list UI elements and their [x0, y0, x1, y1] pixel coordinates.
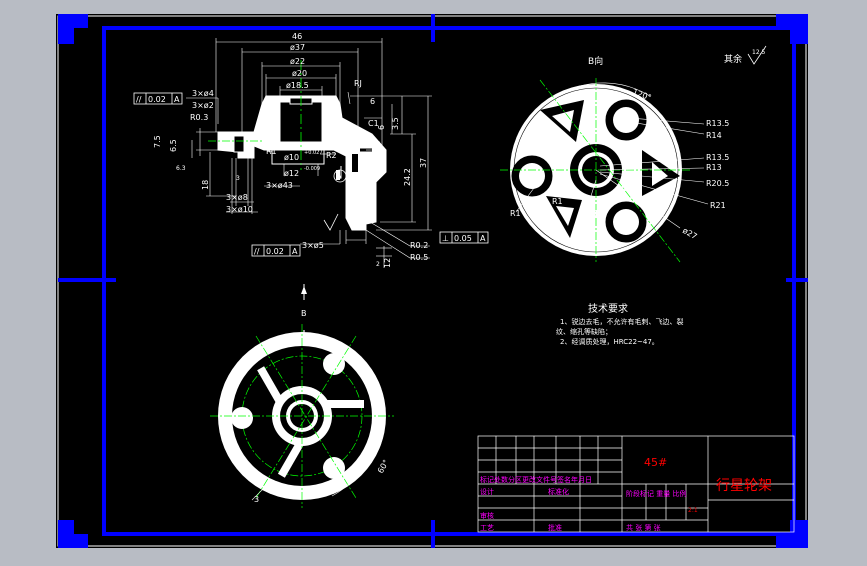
- title-material: 45#: [644, 456, 667, 469]
- svg-text:0.02: 0.02: [148, 95, 166, 104]
- tech-req-title: 技术要求: [588, 302, 628, 315]
- title-review: 审核: [480, 511, 494, 520]
- section-view: 46 ø37 ø22 ø20 ø18.5 RJ R0.3 6 C1 6 3.5 …: [133, 32, 489, 268]
- title-design: 设计: [480, 487, 494, 496]
- dim-tol-upper: +0.027: [304, 150, 323, 156]
- dim-r0-3: R0.3: [190, 113, 208, 122]
- title-row-labels: 标记处数分区更改文件号签名年月日: [480, 475, 592, 484]
- bottom-holes: [231, 353, 345, 479]
- view-b-dim-r21: R21: [710, 201, 726, 210]
- view-b: B向: [500, 55, 729, 263]
- datum-a-circle: [333, 169, 347, 183]
- dim-d12: ø12: [284, 169, 299, 178]
- svg-text:⊥: ⊥: [442, 234, 449, 243]
- bottom-view: B 60° 3: [210, 284, 394, 508]
- title-process: 工艺: [480, 524, 494, 532]
- svg-text:0.02: 0.02: [266, 247, 284, 256]
- tolerance-frame-perpendicular: ⊥ 0.05 A: [439, 231, 489, 244]
- dim-6: 6: [370, 97, 375, 106]
- title-scale: 2:1: [688, 507, 698, 514]
- dim-3xd2: 3×ø2: [192, 101, 214, 110]
- tech-req-line-1: 1、锐边去毛，不允许有毛刺、飞边、裂: [560, 317, 683, 326]
- dim-3: 3: [236, 175, 240, 182]
- dim-3xd8: 3×ø8: [226, 193, 248, 202]
- dim-r0-2: R0.2: [410, 241, 428, 250]
- view-b-dim-r1-5: R1.5: [588, 209, 606, 218]
- view-b-title: B向: [588, 55, 603, 67]
- title-block: 45# 行星轮架 2:1 标记处数分区更改文件号签名年月日 设计 标准化 审核 …: [477, 435, 795, 533]
- tolerance-frame-bottom: // 0.02 A: [251, 244, 301, 257]
- svg-text:12.5: 12.5: [752, 49, 766, 56]
- title-standardize: 标准化: [548, 487, 569, 496]
- dim-r0-5: R0.5: [410, 253, 428, 262]
- view-b-dim-r1: R1: [510, 209, 521, 218]
- tech-req-line-3: 2、经调质处理，HRC22~47。: [560, 337, 659, 346]
- title-sheets-label: 共 张 第 张: [626, 523, 661, 532]
- tech-req-line-2: 纹、缩孔等缺陷；: [556, 327, 612, 336]
- tech-requirements: 技术要求 1、锐边去毛，不允许有毛刺、飞边、裂 纹、缩孔等缺陷； 2、经调质处理…: [556, 302, 683, 346]
- svg-text://: //: [254, 247, 260, 256]
- svg-text://: //: [136, 95, 142, 104]
- sheet-background: [56, 14, 808, 548]
- view-b-dim-r13-5b: R13.5: [706, 153, 729, 162]
- svg-text:B: B: [301, 309, 307, 318]
- dim-3xd43: 3×ø43: [266, 181, 293, 190]
- dim-18: 18: [201, 180, 210, 190]
- dim-r2: R2: [326, 151, 337, 160]
- title-stage-label: 阶段标记 重量 比例: [626, 489, 686, 498]
- svg-text:A: A: [480, 234, 486, 243]
- dim-37: 37: [419, 158, 428, 168]
- dim-24-2: 24.2: [403, 168, 412, 186]
- dim-d37: ø37: [290, 43, 305, 52]
- dim-3-5: 3.5: [391, 117, 400, 130]
- dim-12: 12: [383, 258, 392, 268]
- dim-6b: 6: [377, 125, 386, 130]
- dim-6-5: 6.5: [169, 139, 178, 152]
- svg-text:0.05: 0.05: [454, 234, 472, 243]
- dim-tol-lower: -0.009: [304, 166, 320, 172]
- dim-rj: RJ: [354, 79, 362, 88]
- dim-7-5: 7.5: [153, 135, 162, 148]
- dim-d22: ø22: [290, 57, 305, 66]
- dim-c1: C1: [368, 119, 379, 128]
- dim-3xd4: 3×ø4: [192, 89, 214, 98]
- view-b-dim-r1b: R1: [552, 197, 563, 206]
- view-b-dim-r13-5a: R13.5: [706, 119, 729, 128]
- tolerance-frame-top: // 0.02 A: [133, 92, 183, 105]
- dim-r1: R1: [266, 147, 277, 156]
- dim-3xd5: 3×ø5: [302, 241, 324, 250]
- dim-d20: ø20: [292, 69, 307, 78]
- dim-d10: ø10: [284, 153, 299, 162]
- svg-text:A: A: [174, 95, 180, 104]
- view-b-dim-r13: R13: [706, 163, 722, 172]
- datum-a-label: A: [336, 172, 342, 181]
- view-b-dim-r14: R14: [706, 131, 722, 140]
- svg-text:其余: 其余: [724, 53, 742, 65]
- corner-markers: [58, 14, 808, 548]
- dim-6-3: 6.3: [176, 165, 186, 172]
- title-approve: 批准: [548, 523, 562, 532]
- dim-d18-5: ø18.5: [286, 81, 309, 90]
- dim-3xd10: 3×ø10: [226, 205, 253, 214]
- surface-finish-note: 其余 12.5: [724, 45, 767, 65]
- dim-46: 46: [292, 32, 302, 41]
- dim-2: 2: [376, 261, 380, 268]
- title-part-name: 行星轮架: [716, 478, 772, 494]
- roughness-symbol: [323, 213, 339, 231]
- svg-text:A: A: [292, 247, 298, 256]
- view-b-dim-r20-5: R20.5: [706, 179, 729, 188]
- bottom-dim-3: 3: [254, 495, 259, 504]
